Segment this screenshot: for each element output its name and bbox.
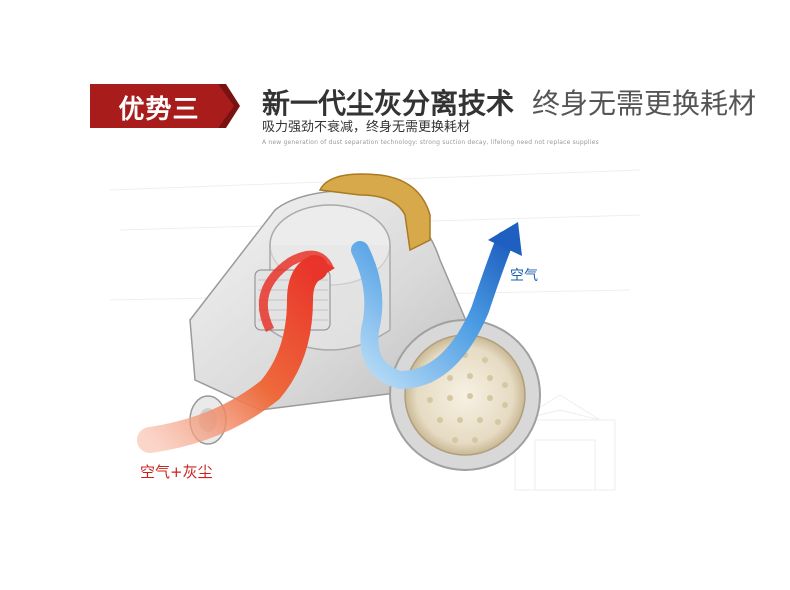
english-caption: A new generation of dust separation tech… [262,139,599,146]
headline-main: 新一代尘灰分离技术 [262,87,515,120]
headline: 新一代尘灰分离技术终身无需更换耗材 [262,82,756,122]
advantage-badge: 优势三 [90,80,240,132]
subheadline: 吸力强劲不衰减，终身无需更换耗材 [262,120,471,135]
badge-label: 优势三 [118,95,200,125]
headline-secondary: 终身无需更换耗材 [532,87,757,120]
air-out-label: 空气 [510,268,538,284]
air-in-label: 空气+灰尘 [140,463,213,481]
badge-shape-icon [90,84,240,128]
